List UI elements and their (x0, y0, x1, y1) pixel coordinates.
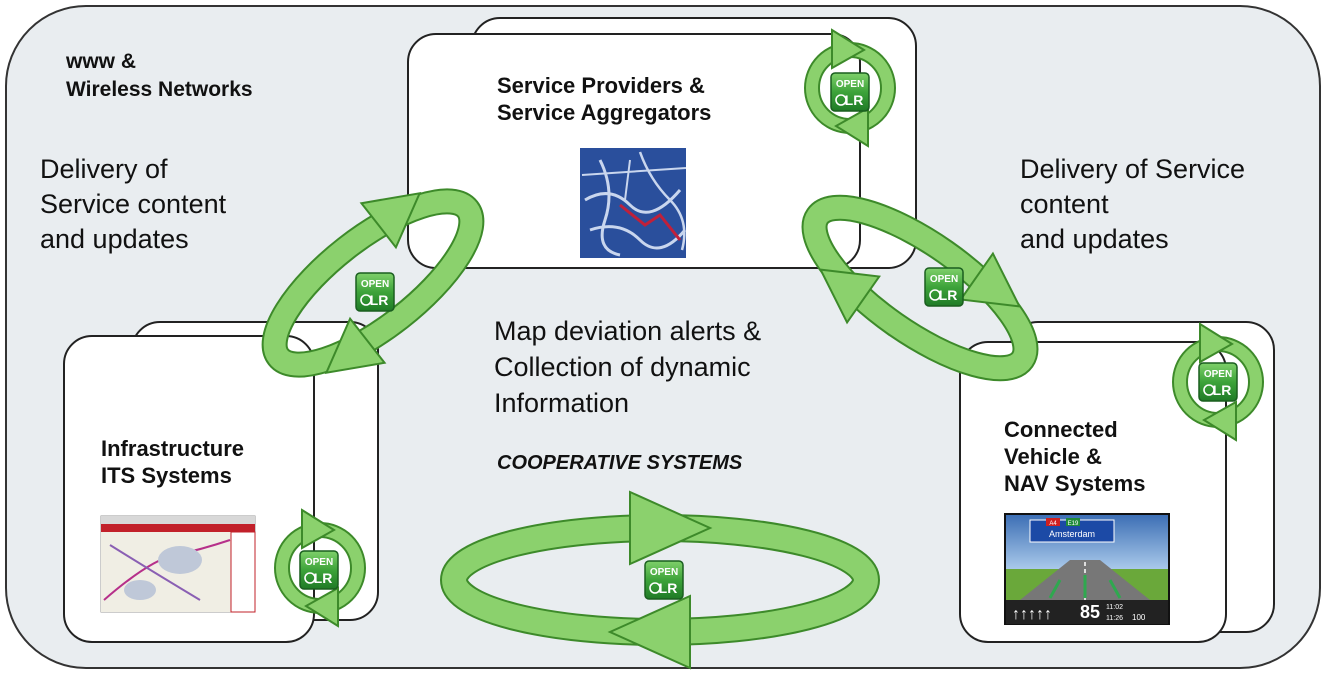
network-title: www & Wireless Networks (66, 50, 253, 101)
svg-text:OPEN: OPEN (650, 567, 678, 578)
svg-text:A4: A4 (1049, 521, 1057, 527)
nav-thumbnail: A4 E19 Amsterdam ↑↑↑↑↑ 85 11:02 11:26 10… (1004, 513, 1170, 625)
svg-text:85: 85 (1080, 602, 1100, 622)
cycle-arrow-right (801, 194, 1039, 382)
svg-text:11:26: 11:26 (1106, 615, 1123, 622)
svg-text:LR: LR (314, 570, 333, 586)
svg-text:↑↑↑↑↑: ↑↑↑↑↑ (1012, 606, 1052, 623)
cycle-arrow-vehicle (1172, 322, 1264, 442)
svg-text:OPEN: OPEN (930, 274, 958, 285)
openlr-badge-cooperative: OPEN LR (644, 560, 684, 600)
svg-text:LR: LR (845, 92, 864, 108)
openlr-badge-right-arrow: OPEN LR (924, 267, 964, 307)
cycle-arrow-service-providers (804, 28, 896, 148)
its-thumbnail (100, 515, 256, 613)
cycle-arrow-infrastructure (274, 508, 366, 628)
delivery-right-label: Delivery of Service content and updates (1020, 154, 1246, 254)
svg-text:OPEN: OPEN (361, 279, 389, 290)
svg-text:E19: E19 (1068, 521, 1079, 527)
map-thumbnail (580, 148, 687, 258)
svg-text:OPEN: OPEN (305, 557, 333, 568)
svg-text:LR: LR (370, 292, 389, 308)
cooperative-systems-label: COOPERATIVE SYSTEMS (497, 452, 743, 474)
service-providers-title: Service Providers & Service Aggregators (497, 73, 712, 125)
vehicle-title: Connected Vehicle & NAV Systems (1004, 417, 1146, 496)
svg-text:LR: LR (939, 287, 958, 303)
svg-text:Amsterdam: Amsterdam (1049, 529, 1095, 539)
openlr-badge-left-arrow: OPEN LR (355, 272, 395, 312)
delivery-left-label: Delivery of Service content and updates (40, 154, 227, 254)
svg-text:100: 100 (1132, 613, 1146, 622)
map-deviation-label: Map deviation alerts & Collection of dyn… (494, 316, 762, 418)
openlr-badge-vehicle: OPEN LR (1198, 362, 1238, 402)
openlr-badge-service-providers: OPEN LR (830, 72, 870, 112)
openlr-badge-infrastructure: OPEN LR (299, 550, 339, 590)
svg-text:OPEN: OPEN (1204, 369, 1232, 380)
infrastructure-title: Infrastructure ITS Systems (101, 436, 245, 488)
svg-text:LR: LR (659, 580, 678, 596)
svg-text:LR: LR (1213, 382, 1232, 398)
cycle-arrow-left (261, 188, 485, 378)
svg-text:11:02: 11:02 (1106, 604, 1123, 611)
svg-text:OPEN: OPEN (836, 79, 864, 90)
cycle-arrow-cooperative (440, 490, 880, 670)
